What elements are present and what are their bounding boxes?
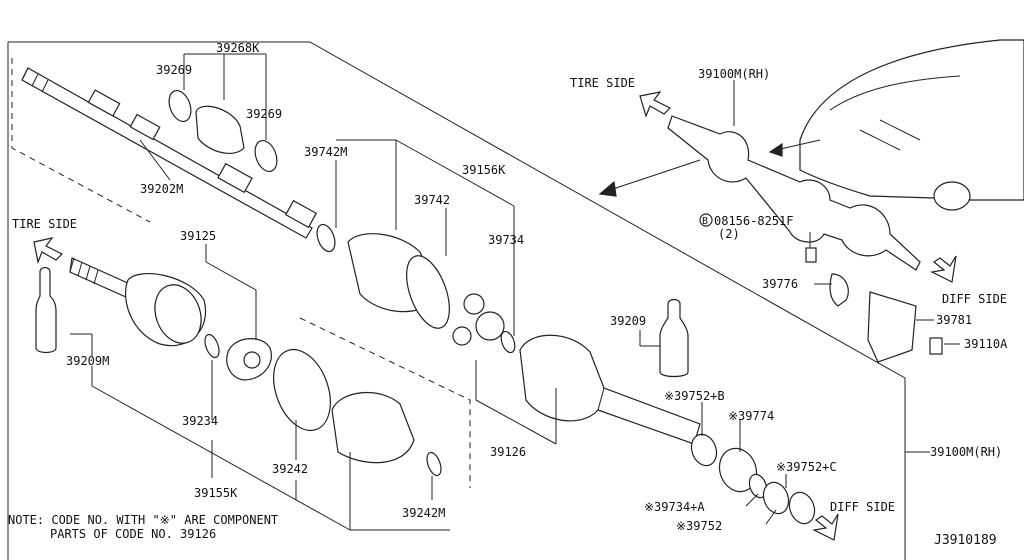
inner-joint-housing-39126 — [519, 334, 701, 445]
seal-bearing-set — [690, 433, 816, 525]
diagram-code: J3910189 — [934, 533, 997, 548]
tripod-joint-39734 — [452, 293, 516, 354]
clip-39776 — [829, 273, 849, 307]
label-39781: 39781 — [936, 313, 972, 327]
label-39776: 39776 — [762, 277, 798, 291]
note-block: NOTE: CODE NO. WITH "※" ARE COMPONENT PA… — [8, 513, 278, 541]
label-39774: ※39774 — [728, 409, 774, 423]
label-39734-A: ※39734+A — [644, 500, 705, 514]
label-39734: 39734 — [488, 233, 524, 247]
boot-kit-39268K — [168, 89, 278, 173]
bolt-08156 — [805, 247, 817, 263]
label-39752-B: ※39752+B — [664, 389, 725, 403]
tire-side-left-label: TIRE SIDE — [12, 217, 77, 231]
note-line-1: NOTE: CODE NO. WITH "※" ARE COMPONENT — [8, 513, 278, 527]
label-39110A: 39110A — [964, 337, 1008, 351]
label-39125: 39125 — [180, 229, 216, 243]
label-39742M: 39742M — [304, 145, 347, 159]
outer-joint-39125 — [69, 257, 207, 347]
diff-side-bottom-label: DIFF SIDE — [830, 500, 895, 514]
inner-boot-39742 — [316, 223, 450, 329]
grease-tube-39209M — [35, 266, 57, 354]
bolt-39110A — [929, 337, 943, 355]
label-39268K: 39268K — [216, 41, 260, 55]
label-39155K: 39155K — [194, 486, 238, 500]
label-39209M: 39209M — [66, 354, 109, 368]
outer-boot-39242 — [273, 348, 442, 477]
label-08156-group: B 08156-8251F (2) — [699, 213, 793, 241]
circlip-and-race-39234 — [204, 333, 272, 381]
label-39242M: 39242M — [402, 506, 445, 520]
label-39202M: 39202M — [140, 182, 183, 196]
label-39156K: 39156K — [462, 163, 506, 177]
leader-lines — [70, 53, 960, 531]
note-line-2: PARTS OF CODE NO. 39126 — [50, 527, 216, 541]
label-39100M-right: 39100M(RH) — [930, 445, 1002, 459]
label-39752-C: ※39752+C — [776, 460, 837, 474]
label-39752: ※39752 — [676, 519, 722, 533]
label-39234: 39234 — [182, 414, 218, 428]
bracket-39781 — [867, 291, 917, 363]
label-08156-qty: (2) — [718, 227, 740, 241]
circled-b-icon: B — [702, 216, 708, 227]
label-39100M-top: 39100M(RH) — [698, 67, 770, 81]
exploded-view-frame — [7, 41, 906, 560]
label-39269-a: 39269 — [156, 63, 192, 77]
vehicle-illustration — [799, 39, 1024, 211]
grease-tube-39209 — [659, 298, 689, 378]
label-39126: 39126 — [490, 445, 526, 459]
tire-side-top-label: TIRE SIDE — [570, 76, 635, 90]
label-08156-8251F: 08156-8251F — [714, 214, 793, 228]
label-39742: 39742 — [414, 193, 450, 207]
axle-shaft-39202M — [21, 67, 318, 239]
diff-side-right-label: DIFF SIDE — [942, 292, 1007, 306]
part-labels: 39268K 39269 39269 39202M 39742M 39742 3… — [66, 41, 1008, 533]
direction-labels: TIRE SIDE TIRE SIDE DIFF SIDE DIFF SIDE — [12, 76, 1007, 514]
direction-arrows — [33, 91, 957, 541]
label-39269-b: 39269 — [246, 107, 282, 121]
label-39209: 39209 — [610, 314, 646, 328]
label-39242: 39242 — [272, 462, 308, 476]
shaft-assembly-39100M — [667, 115, 921, 271]
